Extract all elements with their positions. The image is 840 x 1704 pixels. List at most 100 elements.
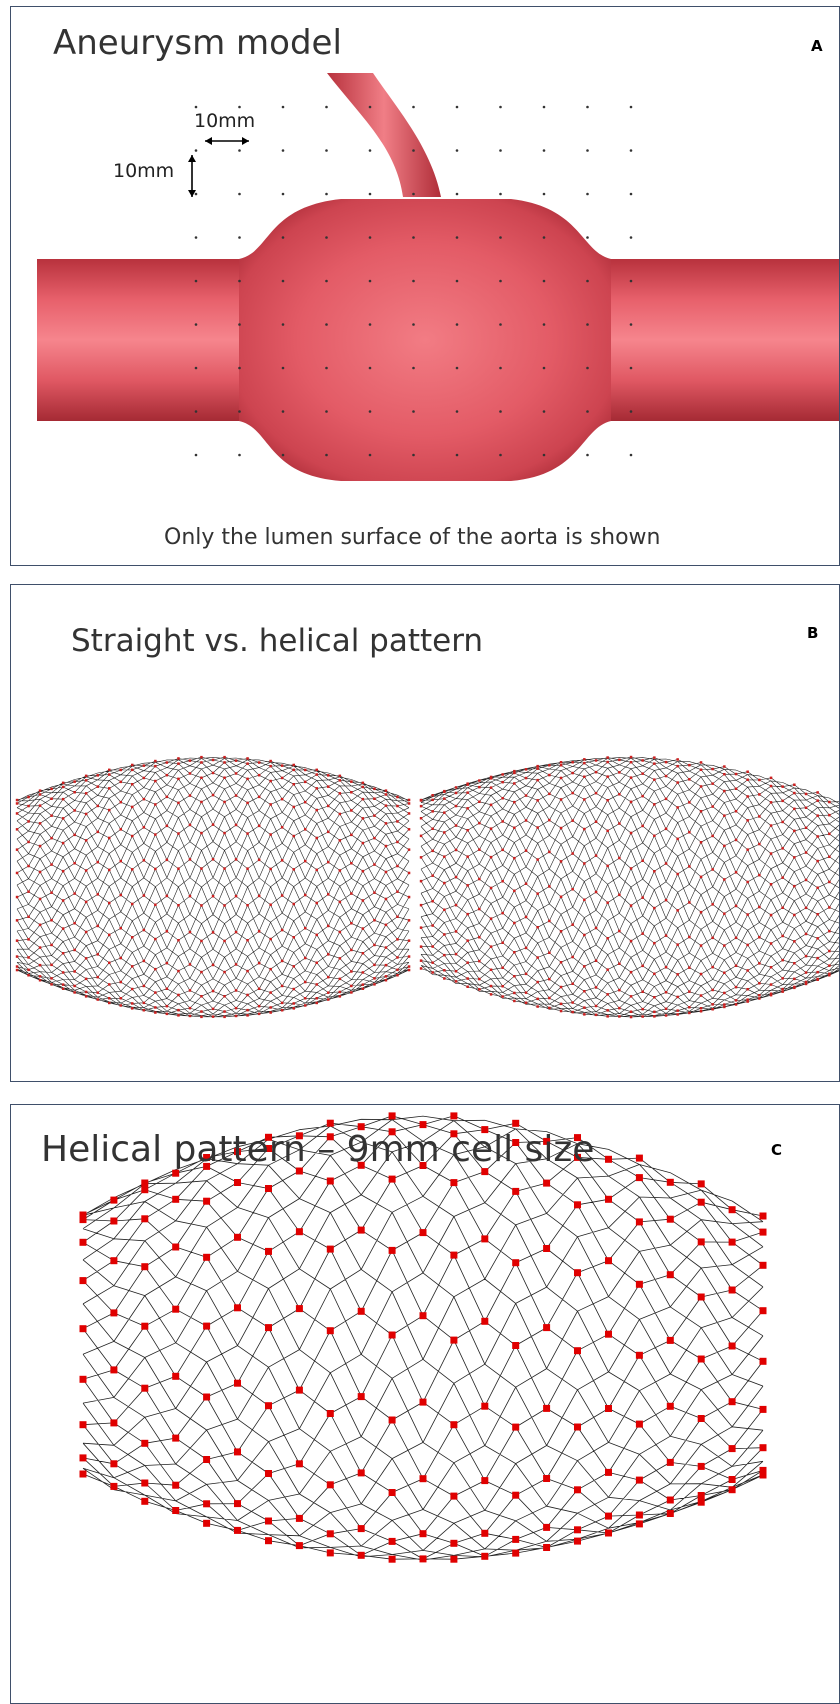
stent-node xyxy=(641,860,644,863)
stent-node xyxy=(141,1498,148,1505)
stent-node xyxy=(781,935,784,938)
stent-node xyxy=(110,1309,117,1316)
stent-node xyxy=(729,1287,736,1294)
stent-node xyxy=(606,865,609,868)
stent-node xyxy=(760,1406,767,1413)
stent-node xyxy=(420,1399,427,1406)
stent-node xyxy=(62,798,65,801)
stent-node xyxy=(327,976,330,979)
stent-node xyxy=(131,835,134,838)
stent-node xyxy=(143,798,146,801)
stent-node xyxy=(828,856,831,859)
stent-node xyxy=(548,819,551,822)
stent-node xyxy=(293,868,296,871)
stent-node xyxy=(595,771,598,774)
stent-node xyxy=(595,986,598,989)
stent-node xyxy=(108,902,111,905)
stent-node xyxy=(793,914,796,917)
stent-node xyxy=(478,878,481,881)
stent-node xyxy=(350,922,353,925)
stent-node xyxy=(512,1536,519,1543)
stent-node xyxy=(212,990,215,993)
grid-dot xyxy=(325,236,328,239)
stent-node xyxy=(443,855,446,858)
grid-dot xyxy=(586,193,589,196)
stent-node xyxy=(358,1525,365,1532)
stent-node xyxy=(641,1015,644,1018)
stent-node xyxy=(735,986,738,989)
stent-node xyxy=(667,1216,674,1223)
stent-node xyxy=(501,797,504,800)
stent-node xyxy=(723,814,726,817)
stent-node xyxy=(606,1015,609,1018)
stent-node xyxy=(605,1530,612,1537)
stent-node xyxy=(630,1011,633,1014)
stent-node xyxy=(760,1444,767,1451)
stent-node xyxy=(466,986,469,989)
stent-node xyxy=(688,778,691,781)
stent-node xyxy=(350,809,353,812)
stent-node xyxy=(676,873,679,876)
stent-node xyxy=(688,1006,691,1009)
stent-node xyxy=(223,904,226,907)
stent-node xyxy=(339,869,342,872)
stent-node xyxy=(595,821,598,824)
stent-node xyxy=(265,1470,272,1477)
stent-node xyxy=(443,831,446,834)
stent-node xyxy=(131,988,134,991)
stent-node xyxy=(293,835,296,838)
stent-node xyxy=(548,952,551,955)
stent-node xyxy=(141,1480,148,1487)
stent-node xyxy=(246,1014,249,1017)
stent-node xyxy=(420,1555,427,1562)
grid-dot xyxy=(369,149,372,152)
stent-node xyxy=(513,1000,516,1003)
stent-node xyxy=(571,888,574,891)
stent-node xyxy=(258,859,261,862)
stent-node xyxy=(396,841,399,844)
panel-straight-vs-helical: Straight vs. helical pattern B xyxy=(10,584,840,1082)
stent-node xyxy=(293,806,296,809)
stent-node xyxy=(667,1179,674,1186)
grid-dot xyxy=(499,236,502,239)
stent-node xyxy=(141,1440,148,1447)
grid-dot xyxy=(412,193,415,196)
stent-node xyxy=(641,991,644,994)
stent-node xyxy=(16,802,18,805)
stent-node xyxy=(223,1010,226,1013)
stent-node xyxy=(735,871,738,874)
stent-node xyxy=(420,1530,427,1537)
stent-node xyxy=(605,1156,612,1163)
stent-node xyxy=(154,1006,157,1009)
stent-node xyxy=(408,799,411,802)
stent-node xyxy=(595,960,598,963)
panel-b-title: Straight vs. helical pattern xyxy=(71,623,483,659)
stent-node xyxy=(805,879,808,882)
stent-node xyxy=(665,1008,668,1011)
stent-node xyxy=(269,1006,272,1009)
stent-node xyxy=(536,799,539,802)
stent-node xyxy=(120,927,123,930)
stent-node xyxy=(223,756,226,759)
stent-node xyxy=(97,991,100,994)
stent-node xyxy=(39,946,42,949)
stent-node xyxy=(501,985,504,988)
stent-node xyxy=(636,1421,643,1428)
stent-node xyxy=(85,792,88,795)
stent-node xyxy=(711,868,714,871)
stent-node xyxy=(758,936,761,939)
stent-node xyxy=(62,971,65,974)
stent-node xyxy=(431,799,434,802)
stent-node xyxy=(490,786,493,789)
stent-node xyxy=(688,990,691,993)
stent-node xyxy=(362,988,365,991)
stent-node xyxy=(536,981,539,984)
helical-pattern-mesh xyxy=(420,756,840,1019)
stent-node xyxy=(746,969,749,972)
stent-node xyxy=(234,1527,241,1534)
stent-node xyxy=(235,931,238,934)
stent-node xyxy=(80,1471,87,1478)
stent-node xyxy=(420,967,423,970)
stent-node xyxy=(688,865,691,868)
grid-dot xyxy=(282,410,285,413)
